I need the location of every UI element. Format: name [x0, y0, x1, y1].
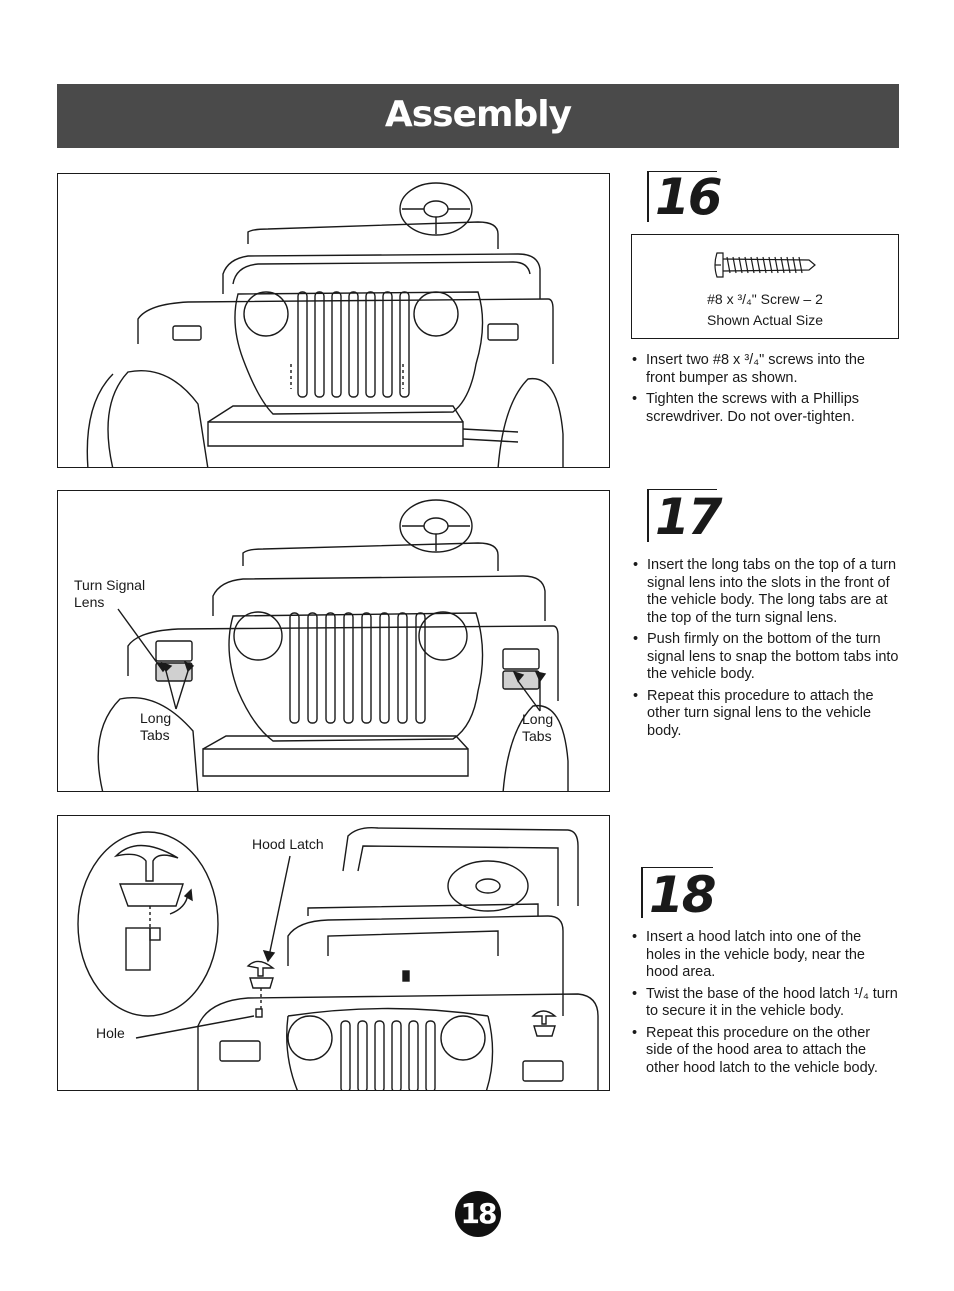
callout-hood-latch: Hood Latch	[252, 836, 324, 852]
step-16-rule-vertical	[647, 172, 649, 222]
list-item: Push firmly on the bottom of the turn si…	[633, 631, 899, 684]
step-17-rule-vertical	[647, 490, 649, 542]
list-item: Repeat this procedure on the other side …	[632, 1025, 898, 1078]
step-18-instructions: Insert a hood latch into one of the hole…	[632, 929, 898, 1081]
callout-long-tabs-left: Long Tabs	[140, 710, 172, 743]
list-item: Insert a hood latch into one of the hole…	[632, 929, 898, 982]
jeep-front-bumper-drawing	[86, 182, 564, 467]
step-17-illustration	[57, 490, 610, 792]
step-16-rule-horizontal	[647, 171, 717, 172]
list-item: Insert the long tabs on the top of a tur…	[633, 557, 899, 627]
list-item: Twist the base of the hood latch ¹/₄ tur…	[632, 986, 898, 1021]
step-18-rule-horizontal	[641, 867, 713, 868]
step-18-rule-vertical	[641, 868, 643, 918]
list-item: Tighten the screws with a Phillips screw…	[632, 391, 897, 426]
step-17-number: 17	[655, 488, 723, 546]
callout-turn-signal-lens: Turn Signal Lens	[74, 577, 146, 610]
callout-long-tabs-right: Long Tabs	[522, 711, 554, 744]
page-title: Assembly	[384, 94, 572, 135]
page-number-badge: 18	[455, 1191, 501, 1237]
step-16-instructions: Insert two #8 x ³/₄" screws into the fro…	[632, 352, 897, 430]
callout-hole: Hole	[96, 1025, 125, 1041]
screw-part-box: #8 x ³/₄" Screw – 2 Shown Actual Size	[631, 234, 899, 339]
step-18-number: 18	[649, 866, 717, 924]
jeep-hood-latch-drawing	[77, 826, 599, 1090]
step-17-rule-horizontal	[647, 489, 717, 490]
step-17-instructions: Insert the long tabs on the top of a tur…	[633, 557, 899, 744]
jeep-turn-signal-drawing	[97, 499, 569, 791]
screw-part-name: #8 x ³/₄" Screw – 2	[707, 291, 823, 307]
screw-part-note: Shown Actual Size	[707, 312, 823, 328]
list-item: Insert two #8 x ³/₄" screws into the fro…	[632, 352, 897, 387]
header-bar: Assembly	[57, 84, 899, 148]
step-16-number: 16	[655, 168, 723, 226]
list-item: Repeat this procedure to attach the othe…	[633, 688, 899, 741]
step-16-illustration	[57, 173, 610, 468]
screw-icon	[714, 252, 816, 278]
step-18-illustration	[57, 815, 610, 1091]
